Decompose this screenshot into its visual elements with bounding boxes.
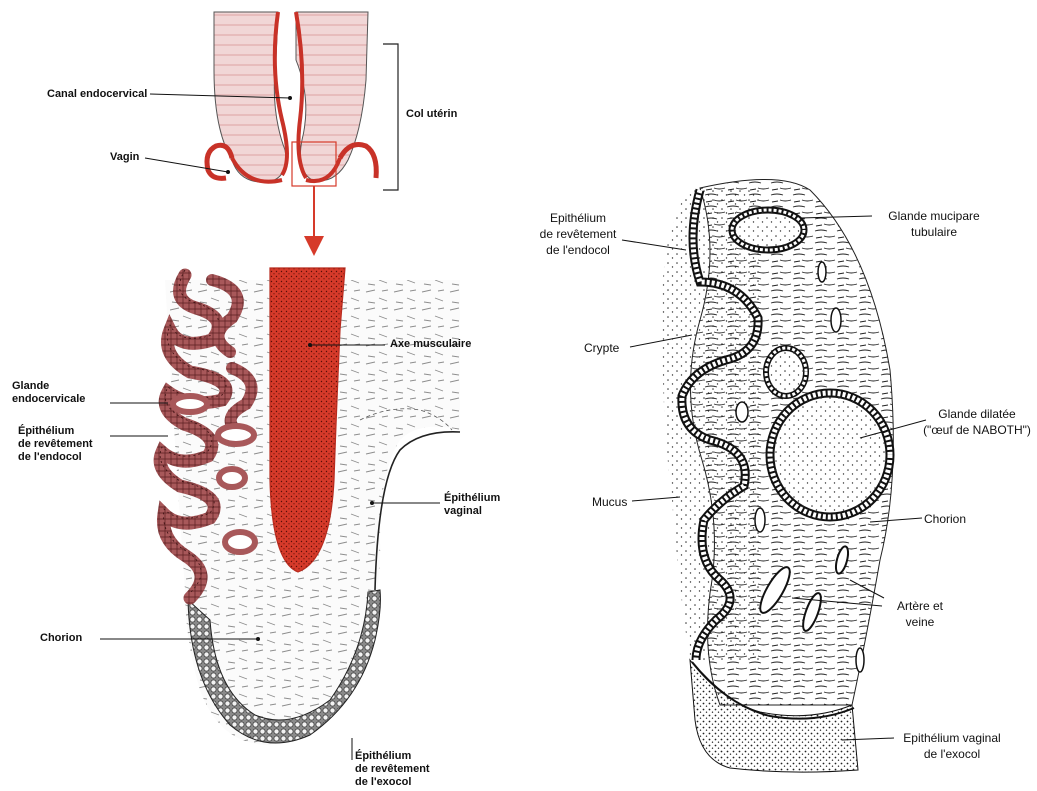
label-epithelium-vaginal-left: Épithélium vaginal bbox=[444, 492, 500, 518]
label-col-uterin: Col utérin bbox=[406, 108, 457, 121]
label-chorion-right: Chorion bbox=[924, 511, 966, 527]
gland-section-4 bbox=[225, 532, 255, 552]
label-epithelium-endocol-right: Epithélium de revêtement de l'endocol bbox=[530, 210, 626, 258]
histology-figure bbox=[622, 179, 926, 772]
gland-section-1 bbox=[173, 396, 207, 412]
label-artere-veine: Artère et veine bbox=[880, 598, 960, 630]
label-crypte: Crypte bbox=[584, 340, 619, 356]
label-canal-endocervical: Canal endocervical bbox=[47, 88, 147, 101]
naboth-cyst bbox=[770, 393, 890, 517]
label-glande-dilatee: Glande dilatée ("œuf de NABOTH") bbox=[918, 406, 1036, 438]
label-mucus: Mucus bbox=[592, 494, 627, 510]
label-vagin: Vagin bbox=[110, 151, 139, 164]
label-glande-endocervicale: Glande endocervicale bbox=[12, 380, 85, 406]
gland-section-3 bbox=[219, 469, 245, 487]
col-bracket bbox=[383, 44, 398, 190]
label-axe-musculaire: Axe musculaire bbox=[390, 338, 471, 351]
label-glande-mucipare: Glande mucipare tubulaire bbox=[874, 208, 994, 240]
label-chorion-left: Chorion bbox=[40, 632, 82, 645]
small-gland bbox=[766, 348, 806, 396]
label-epithelium-vaginal-right: Epithélium vaginal de l'exocol bbox=[890, 730, 1014, 762]
vagin-leader bbox=[145, 158, 228, 172]
gland-section-2 bbox=[218, 426, 254, 444]
cervix-overview bbox=[145, 12, 398, 246]
label-epithelium-endocol-left: Épithélium de revêtement de l'endocol bbox=[18, 425, 93, 464]
mucous-gland-tubular bbox=[732, 210, 804, 250]
cervix-right-lip bbox=[296, 12, 368, 181]
label-epithelium-exocol-left: Épithélium de revêtement de l'exocol bbox=[355, 750, 430, 789]
